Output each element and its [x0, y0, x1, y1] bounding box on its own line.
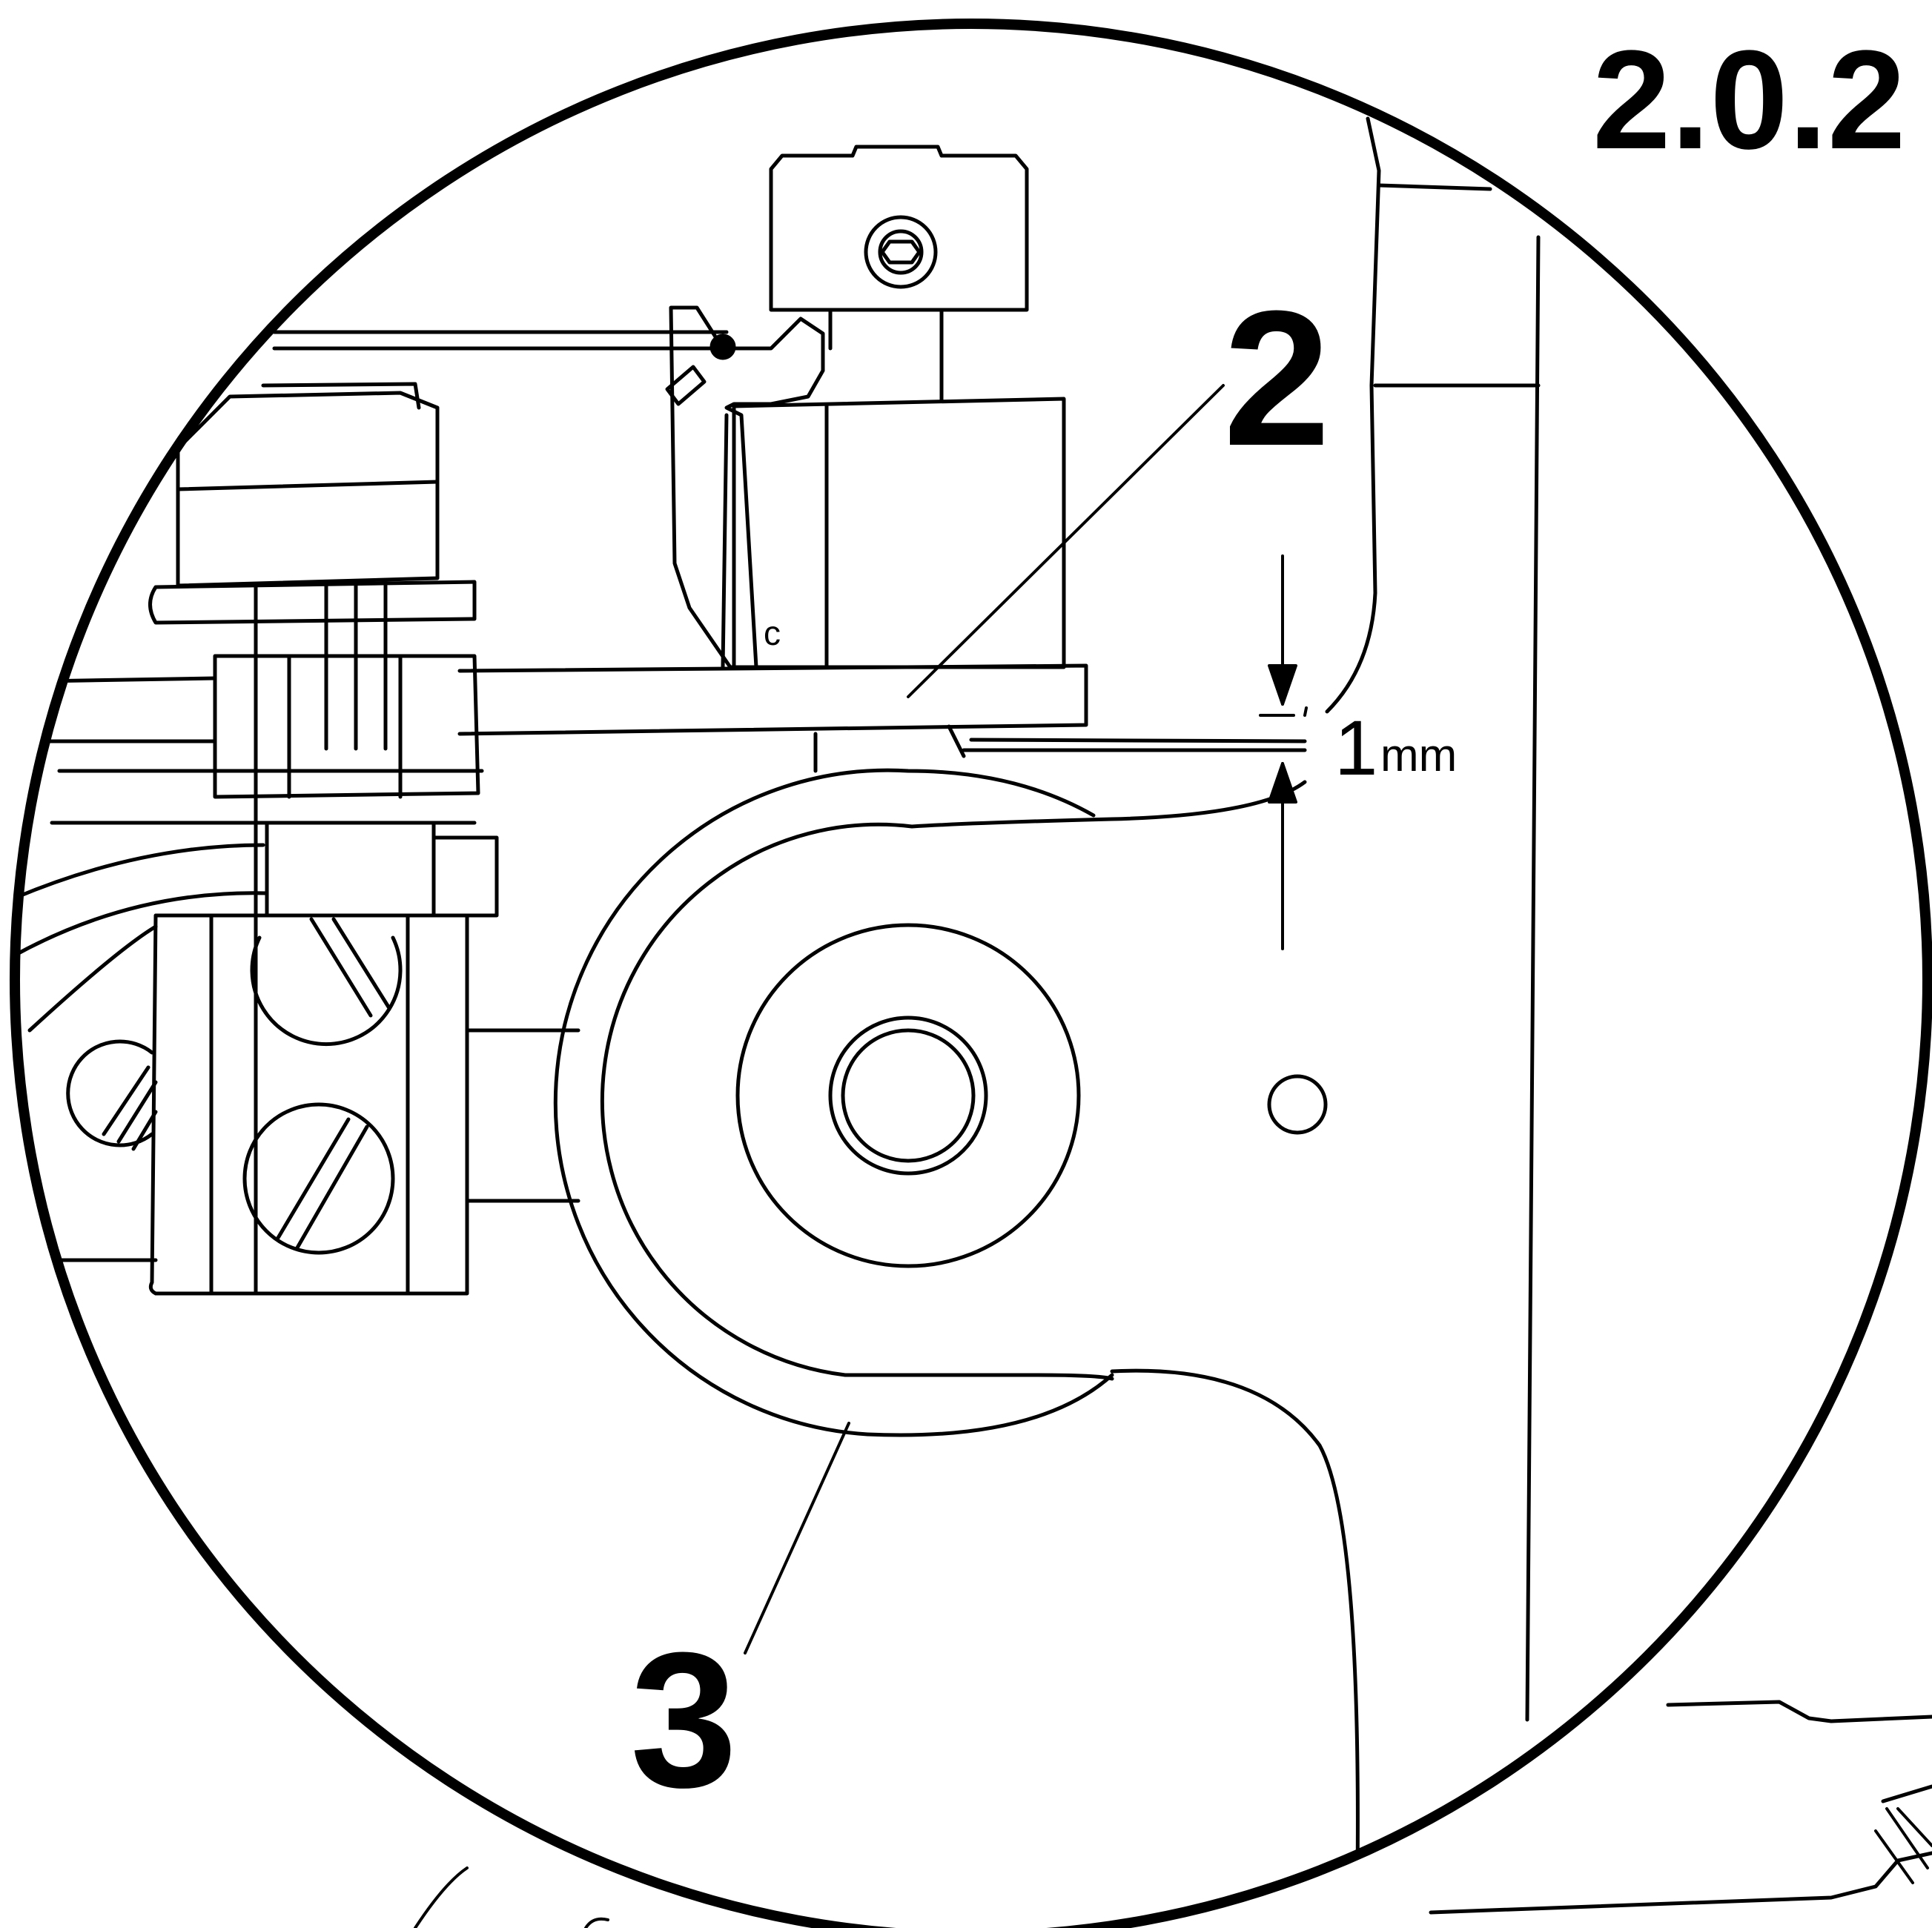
section-number: 2.0.2 [1592, 21, 1906, 179]
magnified-view: c [15, 116, 1541, 1928]
magnifier-circle [10, 19, 1932, 1928]
eccentric-cam [553, 768, 1307, 1437]
dimension-unit: mm [1380, 730, 1457, 781]
callout-leaders [744, 384, 1225, 1654]
horizontal-arm [272, 330, 1307, 773]
callout-part-2: 2 [1223, 271, 1331, 486]
outside-machine-parts [414, 1700, 1932, 1928]
dimension-label: 1 mm [1334, 705, 1457, 792]
machine-housing [1110, 116, 1541, 1928]
lower-slotted-screw [242, 1102, 395, 1255]
screw-bracket [15, 913, 580, 1296]
part-mark-label: c [764, 614, 781, 652]
dimension-value: 1 [1334, 705, 1377, 792]
clearance-dimension [1259, 554, 1308, 950]
clamp-block [769, 145, 1029, 403]
upper-slotted-screw [250, 917, 403, 1047]
leader-part-2 [907, 384, 1225, 698]
hook-guide [665, 305, 825, 669]
leader-part-3 [744, 1422, 850, 1654]
left-assembly [15, 382, 499, 1296]
left-slotted-screw [66, 1039, 158, 1151]
presser-body: c [732, 397, 1066, 669]
callout-part-3: 3 [630, 1613, 738, 1828]
cable [15, 843, 269, 1033]
